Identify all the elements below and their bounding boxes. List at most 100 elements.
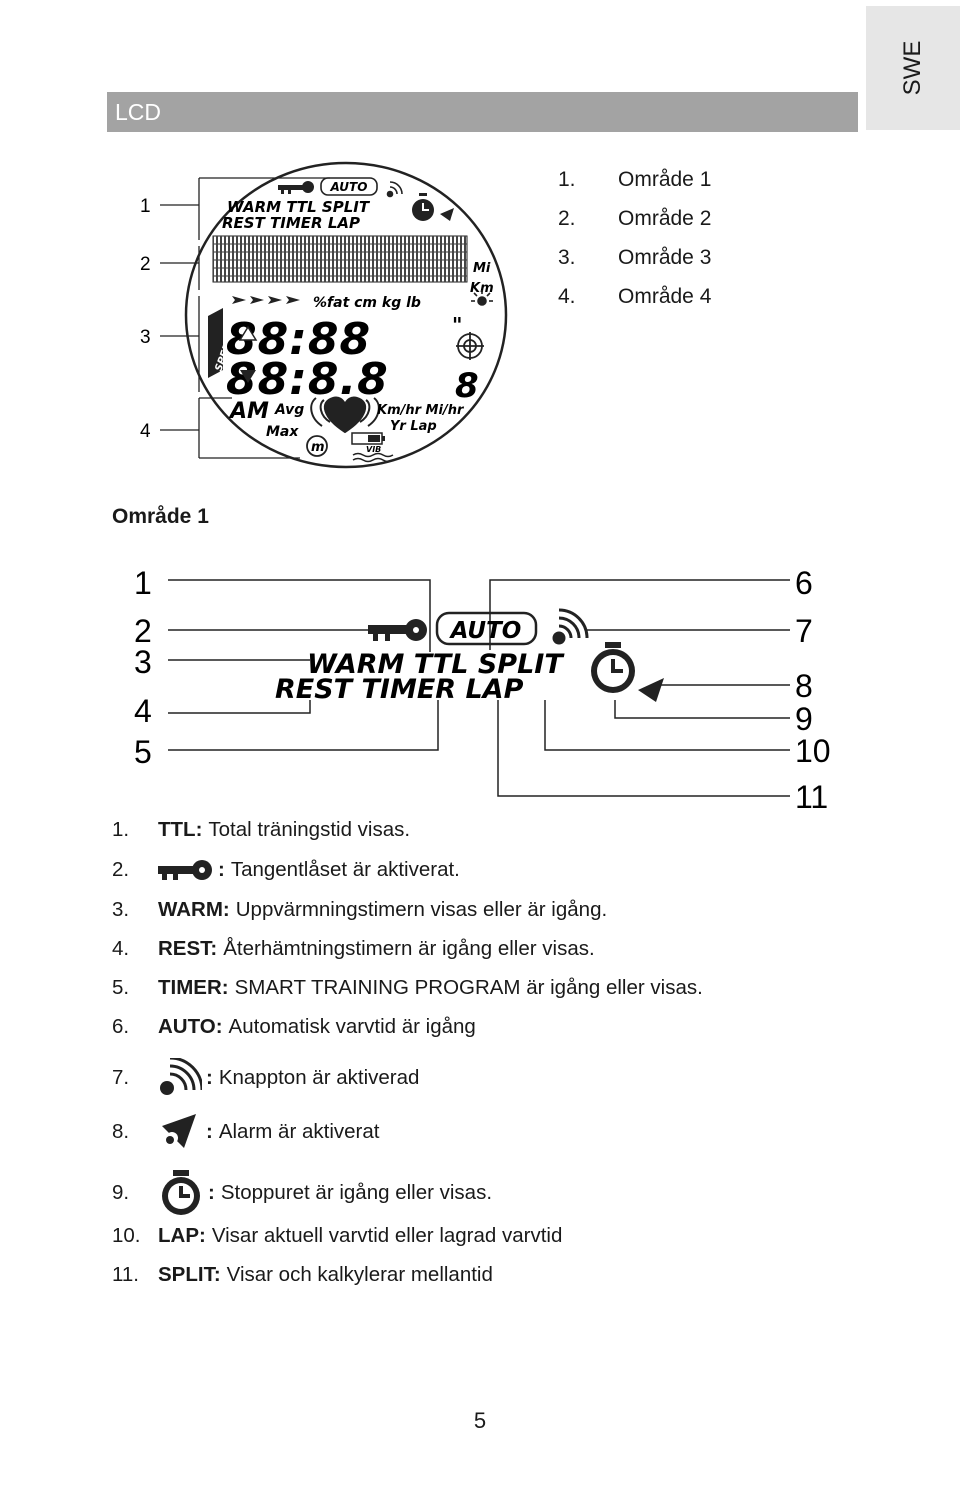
- list-item: 11.SPLIT:Visar och kalkylerar mellantid: [112, 1263, 493, 1287]
- overview-max: Max: [266, 424, 299, 440]
- dot-matrix: [212, 235, 468, 283]
- item-term: TTL:: [158, 818, 203, 841]
- stopwatch-icon: [591, 642, 635, 693]
- vibration-icon: VIB: [352, 445, 394, 463]
- detail-row2: REST TIMER LAP: [275, 674, 524, 705]
- overview-inches: ": [452, 313, 462, 337]
- item-text: Stoppuret är igång eller visas.: [220, 1181, 493, 1204]
- list-item: 8. :Alarm är aktiverat: [112, 1112, 379, 1152]
- section-title: LCD: [115, 99, 162, 125]
- item-number: 3.: [112, 898, 130, 921]
- zone-number: 3.: [558, 246, 576, 269]
- item-term: SPLIT:: [158, 1263, 221, 1286]
- signal-icon: [160, 1058, 202, 1095]
- item-text: Tangentlåset är aktiverat.: [230, 858, 460, 881]
- item-text: Alarm är aktiverat: [218, 1120, 380, 1143]
- overview-small-digit: 8: [455, 366, 479, 406]
- item-text: SMART TRAINING PROGRAM är igång eller vi…: [234, 976, 703, 999]
- language-tab: SWE: [866, 6, 960, 130]
- detail-row1: WARM TTL SPLIT: [307, 649, 565, 680]
- item-number: 8.: [112, 1120, 130, 1143]
- overview-digits-bottom: 88:8.8: [226, 354, 389, 405]
- detail-callout-10: 10: [795, 733, 831, 769]
- key-icon: [278, 181, 314, 194]
- item-text: Visar och kalkylerar mellantid: [226, 1263, 493, 1286]
- subheading: Område 1: [112, 505, 209, 528]
- memory-badge: [306, 435, 328, 457]
- heart-icon: [310, 396, 380, 434]
- overview-units: %fat cm kg lb: [313, 295, 421, 311]
- overview-row1: WARM TTL SPLIT: [227, 198, 371, 216]
- auto-badge: [435, 611, 538, 646]
- up-triangle-icon: [238, 325, 258, 341]
- progress-arrows: [232, 296, 300, 304]
- signal-icon: [386, 181, 403, 198]
- overview-callout-2: 2: [140, 254, 151, 275]
- item-term: LAP:: [158, 1224, 206, 1247]
- section-header-bar: LCD: [107, 92, 858, 132]
- lcd-outline: [184, 161, 508, 469]
- overview-speed-units: Km/hr Mi/hr: [377, 403, 465, 418]
- zone-label: Område 2: [618, 207, 712, 230]
- detail-callout-lines: [168, 579, 790, 797]
- overview-am: AM: [228, 399, 269, 424]
- down-triangle-icon: [240, 370, 256, 383]
- detail-callout-3: 3: [134, 644, 152, 680]
- zone-label: Område 4: [618, 285, 712, 308]
- detail-callout-5: 5: [134, 734, 152, 770]
- item-term: REST:: [158, 937, 218, 960]
- item-term: :: [218, 858, 225, 881]
- list-item: 5. TIMER:SMART TRAINING PROGRAM är igång …: [112, 976, 703, 1000]
- item-number: 9.: [112, 1181, 130, 1204]
- detail-callout-8: 8: [795, 668, 813, 704]
- detail-callout-4: 4: [134, 693, 152, 729]
- item-term: :: [206, 1066, 213, 1089]
- lcd-overview: 1 2 3 4 AUTO: [140, 161, 508, 469]
- item-number: 5.: [112, 976, 130, 999]
- item-number: 6.: [112, 1015, 130, 1038]
- key-icon: [158, 860, 212, 880]
- overview-auto: AUTO: [330, 180, 368, 194]
- overview-avg: Avg: [274, 402, 304, 418]
- list-item: 9. :Stoppuret är igång eller visas.: [112, 1170, 492, 1216]
- item-number: 4.: [112, 937, 130, 960]
- target-icon: [456, 332, 484, 360]
- bell-icon: [638, 678, 664, 702]
- item-text: Visar aktuell varvtid eller lagrad varvt…: [211, 1224, 563, 1247]
- detail-callout-2: 2: [134, 613, 152, 649]
- light-icon: [471, 290, 493, 306]
- item-term: TIMER:: [158, 976, 229, 999]
- zone-item: 4.Område 4: [558, 277, 711, 316]
- overview-row2: REST TIMER LAP: [222, 214, 360, 232]
- overview-callout-3: 3: [140, 327, 151, 348]
- item-term: :: [208, 1181, 215, 1204]
- item-text: Uppvärmningstimern visas eller är igång.: [235, 898, 608, 921]
- zone-label: Område 3: [618, 246, 712, 269]
- lcd-diagrams: 1 2 3 4 AUTO: [134, 161, 831, 815]
- overview-yr-lap: Yr Lap: [390, 419, 437, 434]
- detail-callout-11: 11: [795, 779, 828, 815]
- item-text: Återhämtningstimern är igång eller visas…: [223, 937, 595, 960]
- bell-icon: [440, 208, 454, 221]
- stopwatch-icon: [162, 1170, 200, 1215]
- list-item: 2. :Tangentlåset är aktiverat.: [112, 858, 460, 882]
- overview-callout-1: 1: [140, 196, 151, 217]
- item-text: Total träningstid visas.: [208, 818, 411, 841]
- detail-callout-7: 7: [795, 613, 813, 649]
- auto-badge: [320, 177, 378, 196]
- zone-label: Område 1: [618, 168, 712, 191]
- zone-item: 1.Område 1: [558, 160, 711, 199]
- overview-km: Km: [470, 281, 494, 296]
- zone-number: 2.: [558, 207, 576, 230]
- item-text: Automatisk varvtid är igång: [228, 1015, 476, 1038]
- list-item: 1.TTL:Total träningstid visas.: [112, 818, 410, 842]
- zone-item: 3. Område 3: [558, 238, 711, 277]
- list-item: 6.AUTO:Automatisk varvtid är igång: [112, 1015, 476, 1039]
- zone-list: 1.Område 1 2. Område 2 3. Område 3 4.Områd…: [558, 160, 711, 316]
- list-item: 4. REST:Återhämtningstimern är igång elle…: [112, 937, 595, 961]
- item-text: Knappton är aktiverad: [218, 1066, 420, 1089]
- overview-callout-lines: [160, 177, 330, 459]
- overview-mi: Mi: [473, 261, 491, 276]
- list-item: 7. :Knappton är aktiverad: [112, 1058, 419, 1098]
- signal-icon: [552, 608, 589, 645]
